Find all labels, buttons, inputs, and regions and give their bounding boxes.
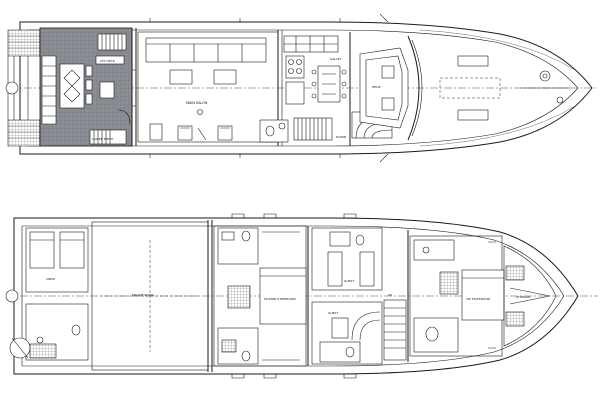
guest-stateroom-port: GUEST xyxy=(311,227,383,291)
salon-coffee-table-2 xyxy=(213,69,237,85)
vip-head xyxy=(413,317,459,353)
salon-sofa xyxy=(145,37,267,63)
helm-chair-stbd xyxy=(381,97,395,111)
aft-deck-settee xyxy=(41,55,57,125)
helm-console xyxy=(359,47,409,129)
lower-portholes-port xyxy=(231,213,357,219)
lower-entry-stairs xyxy=(89,129,127,145)
stern-port-fitting xyxy=(5,81,19,95)
swim-platform-port xyxy=(7,29,41,57)
main-deck-plan: AFT DECK LOWER ENTRY MAIN SALON xyxy=(5,13,598,163)
salon-armchair-2 xyxy=(217,125,233,141)
helm-label: HELM xyxy=(372,85,381,89)
helm-chair-port xyxy=(381,65,395,79)
side-deck-cleats-port xyxy=(149,13,389,23)
master-nightstand-1 xyxy=(227,285,251,309)
salon-armchair-1 xyxy=(177,125,193,141)
aft-deck-label: AFT DECK xyxy=(100,59,116,63)
lower-stairs-label: UP xyxy=(388,293,392,297)
master-bed xyxy=(259,267,307,325)
galley-fridge xyxy=(285,81,305,105)
guest-port-bunk-2 xyxy=(359,251,375,287)
storage-label: STORAGE xyxy=(516,295,530,299)
foredeck-hatch xyxy=(439,77,501,99)
master-label: MASTER STATEROOM xyxy=(264,297,296,301)
stern-hatch-port xyxy=(5,289,19,303)
galley-cooktop xyxy=(285,55,305,79)
crew-cabin xyxy=(25,227,89,293)
salon-cabinet xyxy=(149,123,163,141)
engine-room-label: ENGINE ROOM xyxy=(132,293,154,297)
vip-bed xyxy=(461,269,505,321)
vip-hanging-locker xyxy=(439,271,459,295)
vip-label: VIP STATEROOM xyxy=(466,297,491,301)
salon-coffee-table-1 xyxy=(169,69,193,85)
stairs-down-forward xyxy=(293,117,333,141)
lower-deck-plan: CREW ENGINE ROOM MASTER STATEROOM xyxy=(5,213,598,379)
lower-entry-label: LOWER ENTRY xyxy=(92,137,114,141)
guest-port-label: GUEST xyxy=(344,279,354,283)
galley-label: GALLEY xyxy=(330,57,342,61)
crew-bunk-2 xyxy=(59,231,85,269)
forepeak-storage: STORAGE xyxy=(503,245,557,347)
master-stateroom: MASTER STATEROOM xyxy=(213,225,307,367)
guest-stateroom-stbd: GUEST xyxy=(311,301,383,365)
crew-bunk-1 xyxy=(29,231,55,269)
lower-portholes-stbd xyxy=(231,373,357,379)
guest-port-bunk-1 xyxy=(327,251,343,287)
guest-stbd-label: GUEST xyxy=(328,311,338,315)
side-deck-cleats-stbd xyxy=(149,153,389,163)
aft-deck-chair xyxy=(99,81,115,99)
anchor-windlass xyxy=(539,70,551,82)
crew-label: CREW xyxy=(46,277,55,281)
main-salon-label: MAIN SALON xyxy=(186,101,208,105)
bow-fitting xyxy=(556,96,564,104)
aft-deck-stairs xyxy=(97,33,127,51)
bow-rail xyxy=(419,29,576,147)
vip-stateroom: VIP STATEROOM xyxy=(409,235,505,357)
stairs-down-label: DOWN xyxy=(336,135,346,139)
swim-platform-stbd xyxy=(7,119,41,147)
galley-area: GALLEY xyxy=(283,35,347,105)
windshield xyxy=(407,35,420,141)
lower-stairs xyxy=(383,299,407,361)
foredeck-seat xyxy=(457,55,489,67)
